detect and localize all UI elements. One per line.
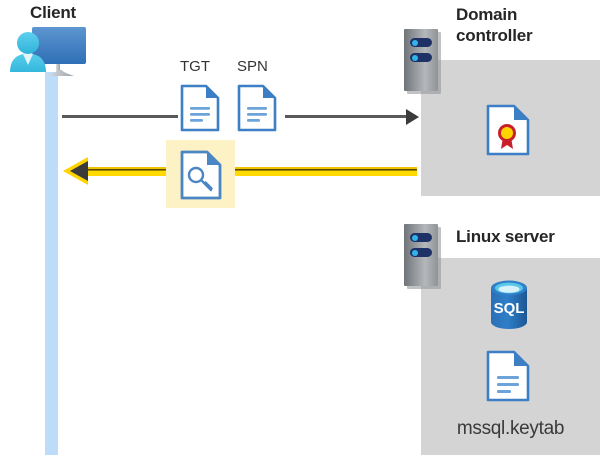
spn-label: SPN: [237, 58, 268, 75]
response-arrow-segment-left: [86, 167, 168, 176]
rack-led: [410, 53, 432, 62]
rack-led: [410, 248, 432, 257]
rack-led: [410, 233, 432, 242]
request-arrow-segment-left: [62, 115, 178, 118]
linux-server-title: Linux server: [456, 227, 555, 246]
rack-led: [410, 38, 432, 47]
response-arrow-segment-right: [233, 167, 417, 176]
linux-server-server-rack-icon: [404, 224, 438, 286]
arrow-right-icon: [406, 109, 419, 125]
arrow-left-inner-icon: [70, 161, 88, 181]
client-lifeline: [45, 72, 58, 455]
tgt-label: TGT: [180, 58, 210, 75]
domain-controller-title: Domain controller: [456, 5, 533, 45]
domain-controller-server-rack-icon: [404, 29, 438, 91]
keytab-filename-label: mssql.keytab: [456, 418, 565, 439]
document-with-key-icon: [180, 150, 222, 205]
keytab-document-icon: [486, 350, 530, 407]
client-title: Client: [30, 3, 77, 22]
certificate-document-icon: [486, 104, 530, 161]
client-user-monitor-icon: [6, 24, 116, 86]
request-arrow-segment-right: [285, 115, 413, 118]
sql-icon-label: SQL: [494, 300, 525, 317]
sql-database-icon: SQL: [483, 277, 535, 338]
spn-document-icon: [237, 84, 277, 137]
tgt-document-icon: [180, 84, 220, 137]
